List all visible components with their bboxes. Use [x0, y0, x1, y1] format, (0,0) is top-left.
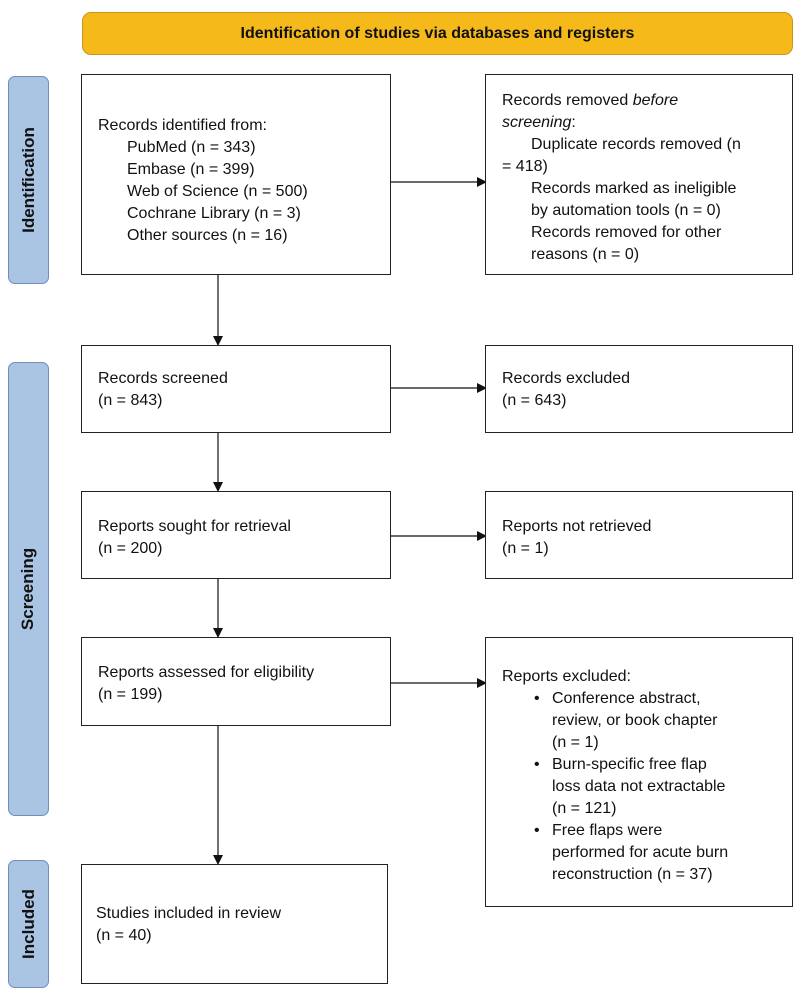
records-removed-heading: Records removed before [502, 92, 679, 109]
reports-sought-count: (n = 200) [98, 540, 163, 557]
records-identified-heading: Records identified from: [98, 117, 267, 134]
records-excluded-box: Records excluded (n = 643) [485, 345, 793, 433]
records-excluded-count: (n = 643) [502, 392, 567, 409]
reports-excluded-box: Reports excluded: Conference abstract, r… [485, 637, 793, 907]
reports-excluded-heading: Reports excluded: [502, 668, 631, 685]
phase-screening: Screening [8, 362, 49, 816]
source-embase: Embase (n = 399) [127, 161, 255, 178]
phase-identification: Identification [8, 76, 49, 284]
removed-other: Records removed for other [531, 224, 722, 241]
studies-included-box: Studies included in review (n = 40) [81, 864, 388, 984]
exclusion-reason: Free flaps were performed for acute burn… [502, 820, 792, 886]
reports-excluded-list: Conference abstract, review, or book cha… [502, 688, 792, 886]
reports-not-retrieved-label: Reports not retrieved [502, 518, 652, 535]
source-web-of-science: Web of Science (n = 500) [127, 183, 308, 200]
header-title: Identification of studies via databases … [240, 24, 635, 42]
records-identified-box: Records identified from: PubMed (n = 343… [81, 74, 391, 275]
removed-duplicates: Duplicate records removed (n [531, 136, 741, 153]
reports-assessed-count: (n = 199) [98, 686, 163, 703]
studies-included-count: (n = 40) [96, 927, 152, 944]
source-cochrane: Cochrane Library (n = 3) [127, 205, 301, 222]
reports-assessed-box: Reports assessed for eligibility (n = 19… [81, 637, 391, 726]
phase-included: Included [8, 860, 49, 988]
reports-sought-label: Reports sought for retrieval [98, 518, 291, 535]
header-bar: Identification of studies via databases … [82, 12, 793, 55]
records-screened-count: (n = 843) [98, 392, 163, 409]
records-removed-box: Records removed before screening: Duplic… [485, 74, 793, 275]
reports-assessed-label: Reports assessed for eligibility [98, 664, 315, 681]
removed-ineligible-cont: by automation tools (n = 0) [531, 202, 721, 219]
source-pubmed: PubMed (n = 343) [127, 139, 256, 156]
removed-ineligible: Records marked as ineligible [531, 180, 737, 197]
studies-included-label: Studies included in review [96, 905, 281, 922]
reports-sought-box: Reports sought for retrieval (n = 200) [81, 491, 391, 579]
reports-not-retrieved-count: (n = 1) [502, 540, 549, 557]
records-screened-box: Records screened (n = 843) [81, 345, 391, 433]
records-screened-label: Records screened [98, 370, 228, 387]
removed-duplicates-count: = 418) [502, 158, 548, 175]
exclusion-reason: Burn-specific free flap loss data not ex… [502, 754, 792, 820]
removed-other-cont: reasons (n = 0) [531, 246, 640, 263]
exclusion-reason: Conference abstract, review, or book cha… [502, 688, 792, 754]
source-other: Other sources (n = 16) [127, 227, 288, 244]
reports-not-retrieved-box: Reports not retrieved (n = 1) [485, 491, 793, 579]
records-removed-heading-cont: screening: [502, 114, 576, 131]
records-excluded-label: Records excluded [502, 370, 631, 387]
